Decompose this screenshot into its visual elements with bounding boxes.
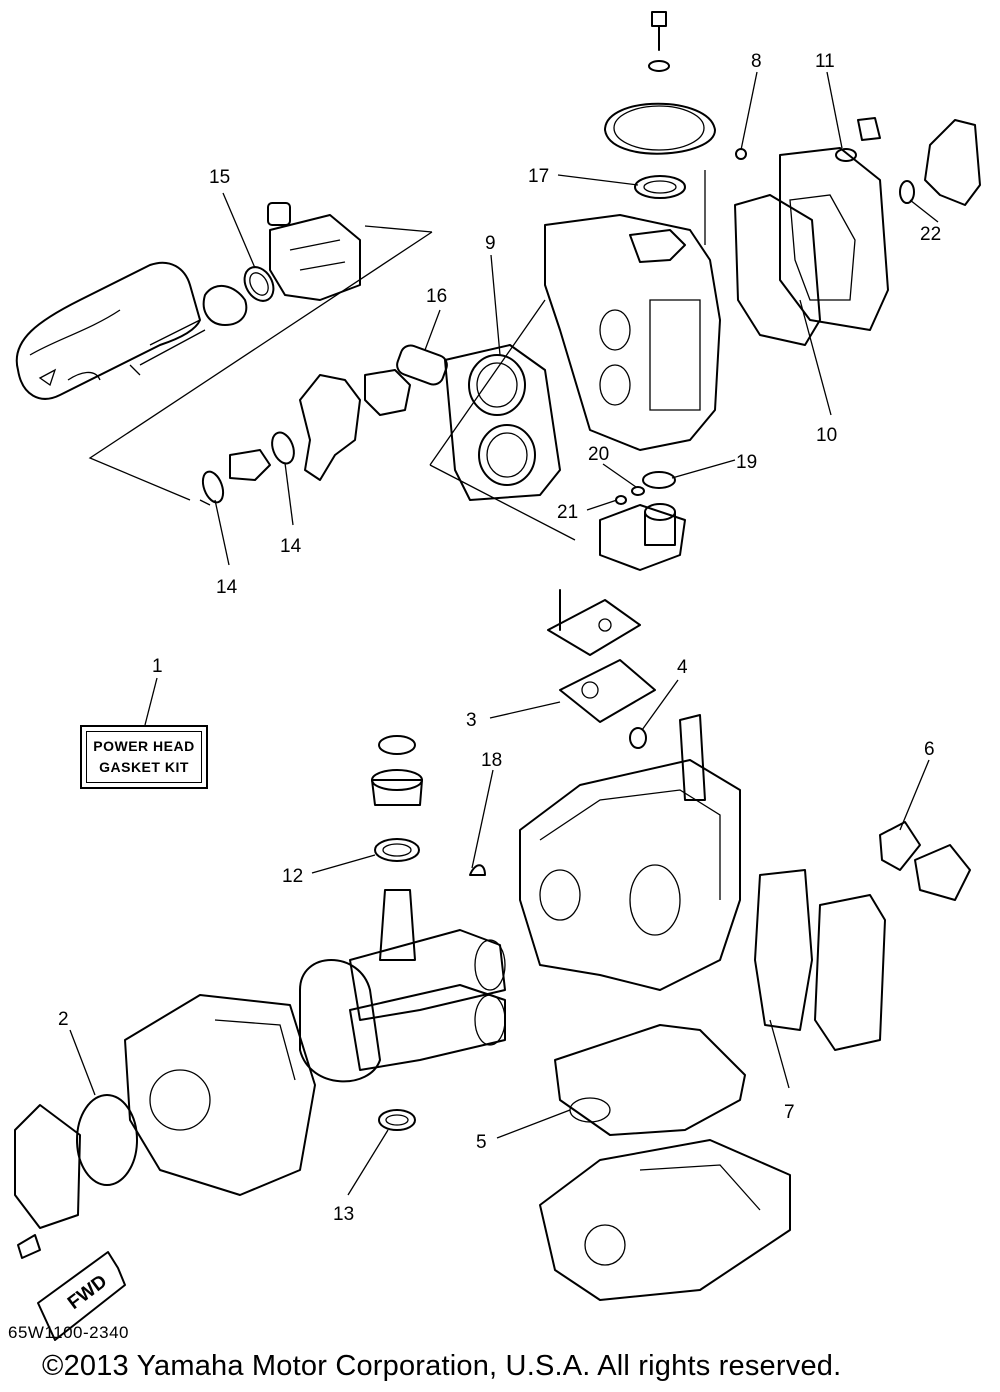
- power-head-gasket-kit-label: POWER HEAD GASKET KIT: [80, 725, 208, 789]
- fwd-arrow: [37, 1251, 126, 1341]
- callout-12: 12: [282, 866, 303, 887]
- thermostat-cover: [857, 117, 981, 206]
- callout-numbers: 1 2 3 4 5 6 7 8 9 10 11 12 13 14 14 15 1…: [58, 51, 941, 1225]
- callout-4: 4: [677, 657, 688, 678]
- callout-14b: 14: [216, 577, 238, 598]
- head-cover: [779, 147, 889, 331]
- intake-silencer: [15, 261, 201, 400]
- part-15-seal: [243, 266, 275, 302]
- kit-label-line1: POWER HEAD: [93, 738, 195, 754]
- head-group-line: [429, 170, 706, 541]
- carburetor: [202, 202, 361, 326]
- bearing-stack: [371, 735, 423, 806]
- part-10-gasket: [734, 194, 821, 346]
- callout-21: 21: [557, 502, 578, 523]
- callout-15: 15: [209, 167, 230, 188]
- cylinder-crankcase: [124, 994, 316, 1196]
- part-14-orings: [201, 431, 295, 504]
- part-5-gasket: [554, 1024, 746, 1136]
- callout-5: 5: [476, 1132, 487, 1153]
- callout-16: 16: [426, 286, 447, 307]
- callout-19: 19: [736, 452, 757, 473]
- part-2-oring: [76, 1094, 138, 1186]
- exhaust-cover: [814, 894, 886, 1051]
- callout-1: 1: [152, 656, 163, 677]
- callout-14a: 14: [280, 536, 302, 557]
- crankcase: [519, 714, 741, 991]
- intake-manifold: [229, 369, 411, 481]
- part-16-gasket: [396, 344, 448, 386]
- carb-bolts: [129, 319, 206, 376]
- callout-7: 7: [784, 1102, 795, 1123]
- part-3-plate: [547, 589, 656, 723]
- part-6-gasket: [879, 821, 971, 901]
- callout-2: 2: [58, 1009, 69, 1030]
- part-13-seal: [378, 1109, 416, 1131]
- part-12-seal: [374, 838, 420, 862]
- intake-group-line: [88, 225, 433, 506]
- diagram-part-code: 65W1100-2340: [8, 1323, 129, 1342]
- part-18-key: [469, 864, 486, 876]
- callout-17: 17: [528, 166, 549, 187]
- kit-label-line2: GASKET KIT: [99, 759, 189, 775]
- callout-18: 18: [481, 750, 502, 771]
- lower-mount: [539, 1139, 791, 1301]
- callout-6: 6: [924, 739, 935, 760]
- fwd-label: FWD: [64, 1271, 111, 1314]
- callout-3: 3: [466, 710, 477, 731]
- callout-8: 8: [751, 51, 762, 72]
- cylinder-block-upper: [544, 214, 721, 451]
- part-7-gasket: [754, 869, 813, 1031]
- callout-13: 13: [333, 1204, 354, 1225]
- callout-10: 10: [816, 425, 837, 446]
- crankshaft: [299, 889, 506, 1083]
- end-cover: [14, 1104, 81, 1259]
- callout-22: 22: [920, 224, 941, 245]
- copyright-notice: ©2013 Yamaha Motor Corporation, U.S.A. A…: [42, 1350, 842, 1382]
- callout-20: 20: [588, 444, 609, 465]
- callout-9: 9: [485, 233, 496, 254]
- small-orings: [615, 148, 915, 505]
- leader-lines: [69, 71, 939, 1196]
- callout-11: 11: [815, 51, 835, 72]
- flywheel-cover: [604, 11, 716, 155]
- part-4-oring: [629, 727, 647, 749]
- part-17-seal: [634, 175, 686, 199]
- part-9-head-gasket: [444, 344, 561, 501]
- oil-filter-housing: [599, 503, 686, 571]
